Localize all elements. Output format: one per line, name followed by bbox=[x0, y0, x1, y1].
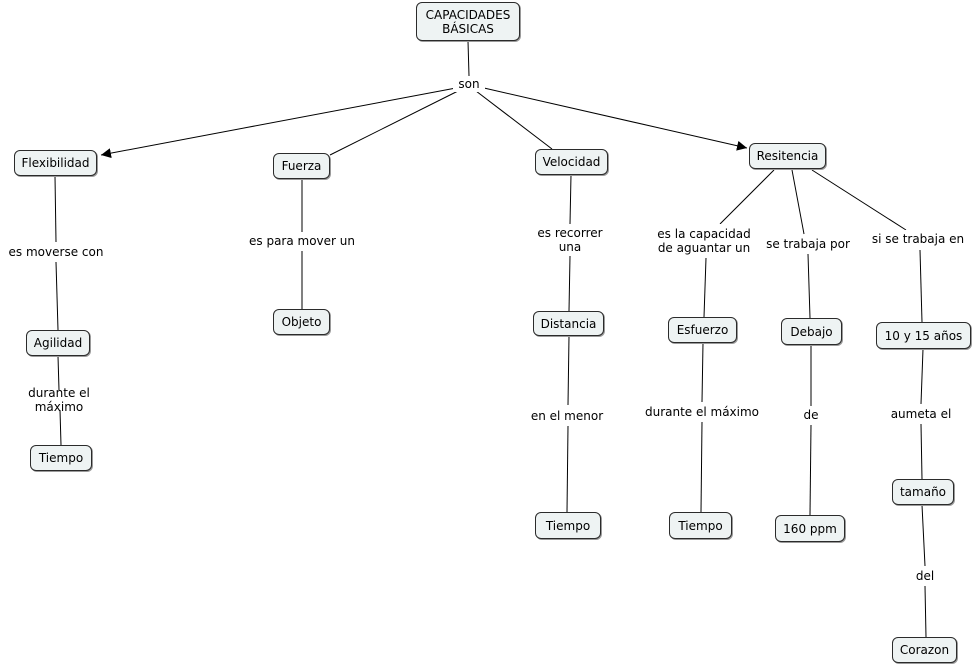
link-aumeta-el: aumeta el bbox=[884, 405, 958, 423]
connector-heart-1 bbox=[919, 249, 923, 323]
link-es-moverse-con: es moverse con bbox=[4, 243, 108, 261]
connector-esf-2 bbox=[701, 342, 704, 403]
connector-res-trabajaen bbox=[811, 169, 907, 231]
link-de: de bbox=[799, 406, 823, 424]
link-del: del bbox=[910, 567, 940, 585]
connector-flex-2 bbox=[55, 261, 59, 331]
link-en-el-menor: en el menor bbox=[527, 406, 607, 426]
link-es-la-capacidad: es la capacidad de aguantar un bbox=[652, 224, 756, 258]
concept-esfuerzo[interactable]: Esfuerzo bbox=[668, 317, 737, 343]
connector-res-capacidad bbox=[719, 169, 775, 225]
concept-velocidad[interactable]: Velocidad bbox=[535, 149, 608, 175]
connector-vel-1 bbox=[569, 174, 572, 225]
connector-esf-1 bbox=[703, 257, 707, 318]
concept-distancia[interactable]: Distancia bbox=[533, 311, 604, 336]
concept-agilidad[interactable]: Agilidad bbox=[26, 330, 90, 356]
connector-vel-4 bbox=[566, 425, 569, 513]
concept-capacidades-basicas[interactable]: CAPACIDADES BÁSICAS bbox=[416, 2, 520, 41]
connector-heart-3 bbox=[920, 423, 923, 480]
connector-son-flexibilidad bbox=[100, 87, 457, 159]
link-durante-el-maximo-2: durante el máximo bbox=[641, 403, 763, 421]
link-es-para-mover-un: es para mover un bbox=[245, 232, 359, 250]
concept-160-ppm[interactable]: 160 ppm bbox=[775, 515, 845, 542]
concept-10-y-15-anios[interactable]: 10 y 15 años bbox=[876, 322, 971, 349]
concept-debajo[interactable]: Debajo bbox=[781, 318, 842, 345]
connector-son-velocidad bbox=[475, 90, 553, 150]
link-se-trabaja-por: se trabaja por bbox=[760, 235, 856, 253]
connector-heart-5 bbox=[924, 585, 927, 638]
concept-tiempo-flexibilidad[interactable]: Tiempo bbox=[30, 445, 92, 471]
connector-esf-3 bbox=[700, 421, 703, 513]
connector-heart-2 bbox=[920, 348, 924, 405]
concept-objeto[interactable]: Objeto bbox=[273, 309, 330, 335]
connector-flex-3 bbox=[57, 355, 60, 391]
concept-tiempo-velocidad[interactable]: Tiempo bbox=[535, 512, 601, 539]
concept-corazon[interactable]: Corazon bbox=[892, 637, 957, 663]
concept-flexibilidad[interactable]: Flexibilidad bbox=[14, 150, 97, 176]
connector-vel-2 bbox=[568, 255, 571, 312]
concept-resitencia[interactable]: Resitencia bbox=[749, 143, 826, 169]
link-durante-el-maximo-1: durante el máximo bbox=[0, 386, 118, 414]
connector-son-fuerza bbox=[329, 90, 459, 156]
connector-flex-1 bbox=[54, 175, 57, 243]
concept-fuerza[interactable]: Fuerza bbox=[273, 153, 330, 179]
connector-deb-3 bbox=[809, 424, 812, 516]
connector-res-trabajapor bbox=[791, 169, 805, 235]
connector-vel-3 bbox=[567, 335, 570, 406]
concept-tiempo-resitencia[interactable]: Tiempo bbox=[669, 512, 732, 539]
connector-son-resitencia bbox=[483, 87, 748, 151]
connector-root-son bbox=[467, 40, 470, 77]
connector-flex-4 bbox=[59, 409, 62, 446]
connector-heart-4 bbox=[921, 504, 926, 567]
link-es-recorrer-una: es recorrer una bbox=[531, 224, 609, 256]
concept-tamano[interactable]: tamaño bbox=[892, 479, 954, 505]
connector-deb-1 bbox=[807, 253, 811, 319]
link-si-se-trabaja-en: si se trabaja en bbox=[866, 230, 970, 248]
link-son: son bbox=[453, 76, 485, 92]
